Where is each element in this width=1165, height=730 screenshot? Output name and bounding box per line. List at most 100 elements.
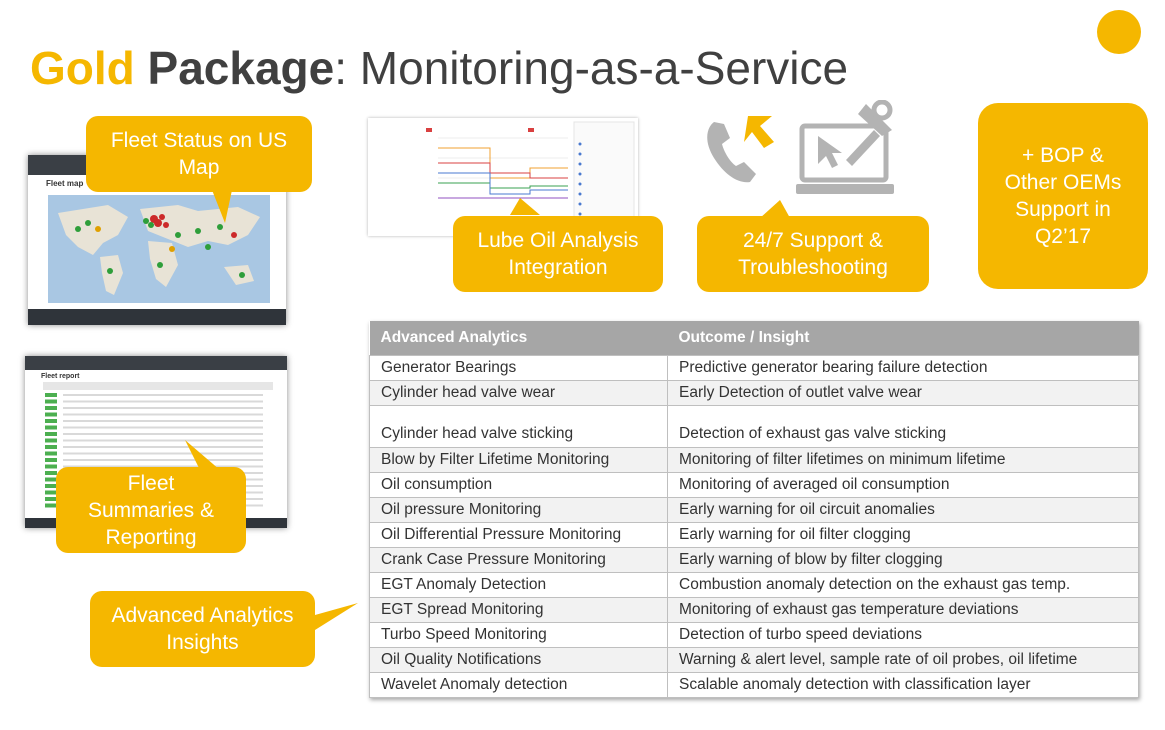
report-status-tag [45, 399, 57, 404]
report-status-tag [45, 438, 57, 443]
report-row-line [63, 433, 263, 435]
report-row-line [63, 407, 263, 409]
report-status-tag [45, 419, 57, 423]
laptop-tools-icon [796, 100, 894, 194]
analytics-cell: Crank Case Pressure Monitoring [369, 547, 668, 573]
analytics-cell: EGT Anomaly Detection [369, 572, 668, 598]
report-status-tag [45, 406, 57, 410]
report-status-tag [45, 490, 57, 495]
report-row-line [63, 459, 263, 461]
report-status-tag [45, 471, 57, 475]
callout-line: Other OEMs [1004, 171, 1122, 194]
report-status-tag [45, 412, 57, 417]
map-title: Fleet map [46, 179, 84, 188]
accent-dot [1097, 10, 1141, 54]
report-row-line [63, 452, 263, 455]
analytics-cell: Oil Quality Notifications [369, 647, 668, 673]
callout-line: Reporting [105, 525, 197, 549]
report-status-tag [45, 458, 57, 462]
callout-line: Map [178, 156, 220, 179]
callout-line: Fleet Status on US [110, 129, 288, 152]
analytics-cell: Oil pressure Monitoring [369, 497, 668, 523]
report-status-tag [45, 393, 57, 397]
callout-line: Advanced Analytics [111, 604, 294, 627]
report-row-line [63, 394, 263, 396]
analytics-cell: Turbo Speed Monitoring [369, 622, 668, 648]
outcome-cell: Detection of turbo speed deviations [667, 622, 1139, 648]
outcome-cell: Detection of exhaust gas valve sticking [667, 405, 1139, 448]
report-status-tag [45, 497, 57, 501]
callout-line: Q2’17 [1034, 225, 1092, 248]
screenshot-topbar [25, 356, 287, 370]
analytics-cell: Wavelet Anomaly detection [369, 672, 668, 698]
outcome-cell: Combustion anomaly detection on the exha… [667, 572, 1139, 598]
phone-support-icon [707, 116, 774, 183]
analytics-cell: Oil Differential Pressure Monitoring [369, 522, 668, 548]
callout-line: Fleet [127, 471, 175, 495]
analytics-cell: Cylinder head valve wear [369, 380, 668, 406]
report-row-line [63, 420, 263, 422]
callout-line: Troubleshooting [738, 256, 888, 279]
table-header-row: Advanced Analytics Outcome / Insight [369, 321, 1139, 356]
outcome-cell: Early warning for oil filter clogging [667, 522, 1139, 548]
callout-line: Lube Oil Analysis [477, 229, 639, 252]
report-status-tag [45, 445, 57, 449]
report-status-tag [45, 464, 57, 469]
outcome-cell: Early Detection of outlet valve wear [667, 380, 1139, 406]
callout-line: Insights [166, 631, 239, 654]
report-status-tag [45, 451, 57, 456]
report-status-tag [45, 503, 57, 508]
outcome-cell: Early warning of blow by filter clogging [667, 547, 1139, 573]
outcome-cell: Warning & alert level, sample rate of oi… [667, 647, 1139, 673]
outcome-cell: Scalable anomaly detection with classifi… [667, 672, 1139, 698]
report-status-tag [45, 484, 57, 488]
report-row-line [63, 400, 263, 403]
map-markers [75, 214, 245, 278]
analytics-cell: EGT Spread Monitoring [369, 597, 668, 623]
callout-line: Summaries & [87, 498, 215, 522]
analytics-table: Advanced Analytics Outcome / Insight Gen… [369, 321, 1139, 698]
title-gold: Gold [30, 42, 135, 94]
callout-line: 24/7 Support & [742, 229, 884, 252]
outcome-cell: Early warning for oil circuit anomalies [667, 497, 1139, 523]
report-row-line [63, 465, 263, 468]
report-row-line [63, 446, 263, 448]
report-status-tag [45, 432, 57, 436]
report-row-line [63, 439, 263, 442]
analytics-cell: Blow by Filter Lifetime Monitoring [369, 447, 668, 473]
report-row-line [63, 413, 263, 416]
outcome-cell: Predictive generator bearing failure det… [667, 355, 1139, 381]
analytics-cell: Cylinder head valve sticking [369, 405, 668, 448]
analytics-cell: Generator Bearings [369, 355, 668, 381]
report-row-line [63, 426, 263, 429]
outcome-cell: Monitoring of averaged oil consumption [667, 472, 1139, 498]
outcome-cell: Monitoring of exhaust gas temperature de… [667, 597, 1139, 623]
world-map [48, 195, 270, 303]
callout-line: Integration [508, 256, 608, 279]
report-status-tag [45, 477, 57, 482]
report-title: Fleet report [41, 373, 80, 380]
analytics-cell: Oil consumption [369, 472, 668, 498]
column-header-outcome: Outcome / Insight [667, 321, 1139, 356]
callout-fleet-status: Fleet Status on US Map [86, 116, 312, 192]
title-package: Package [147, 42, 335, 94]
column-header-analytics: Advanced Analytics [369, 321, 668, 356]
outcome-cell: Monitoring of filter lifetimes on minimu… [667, 447, 1139, 473]
callout-support: 24/7 Support & Troubleshooting [697, 216, 929, 292]
